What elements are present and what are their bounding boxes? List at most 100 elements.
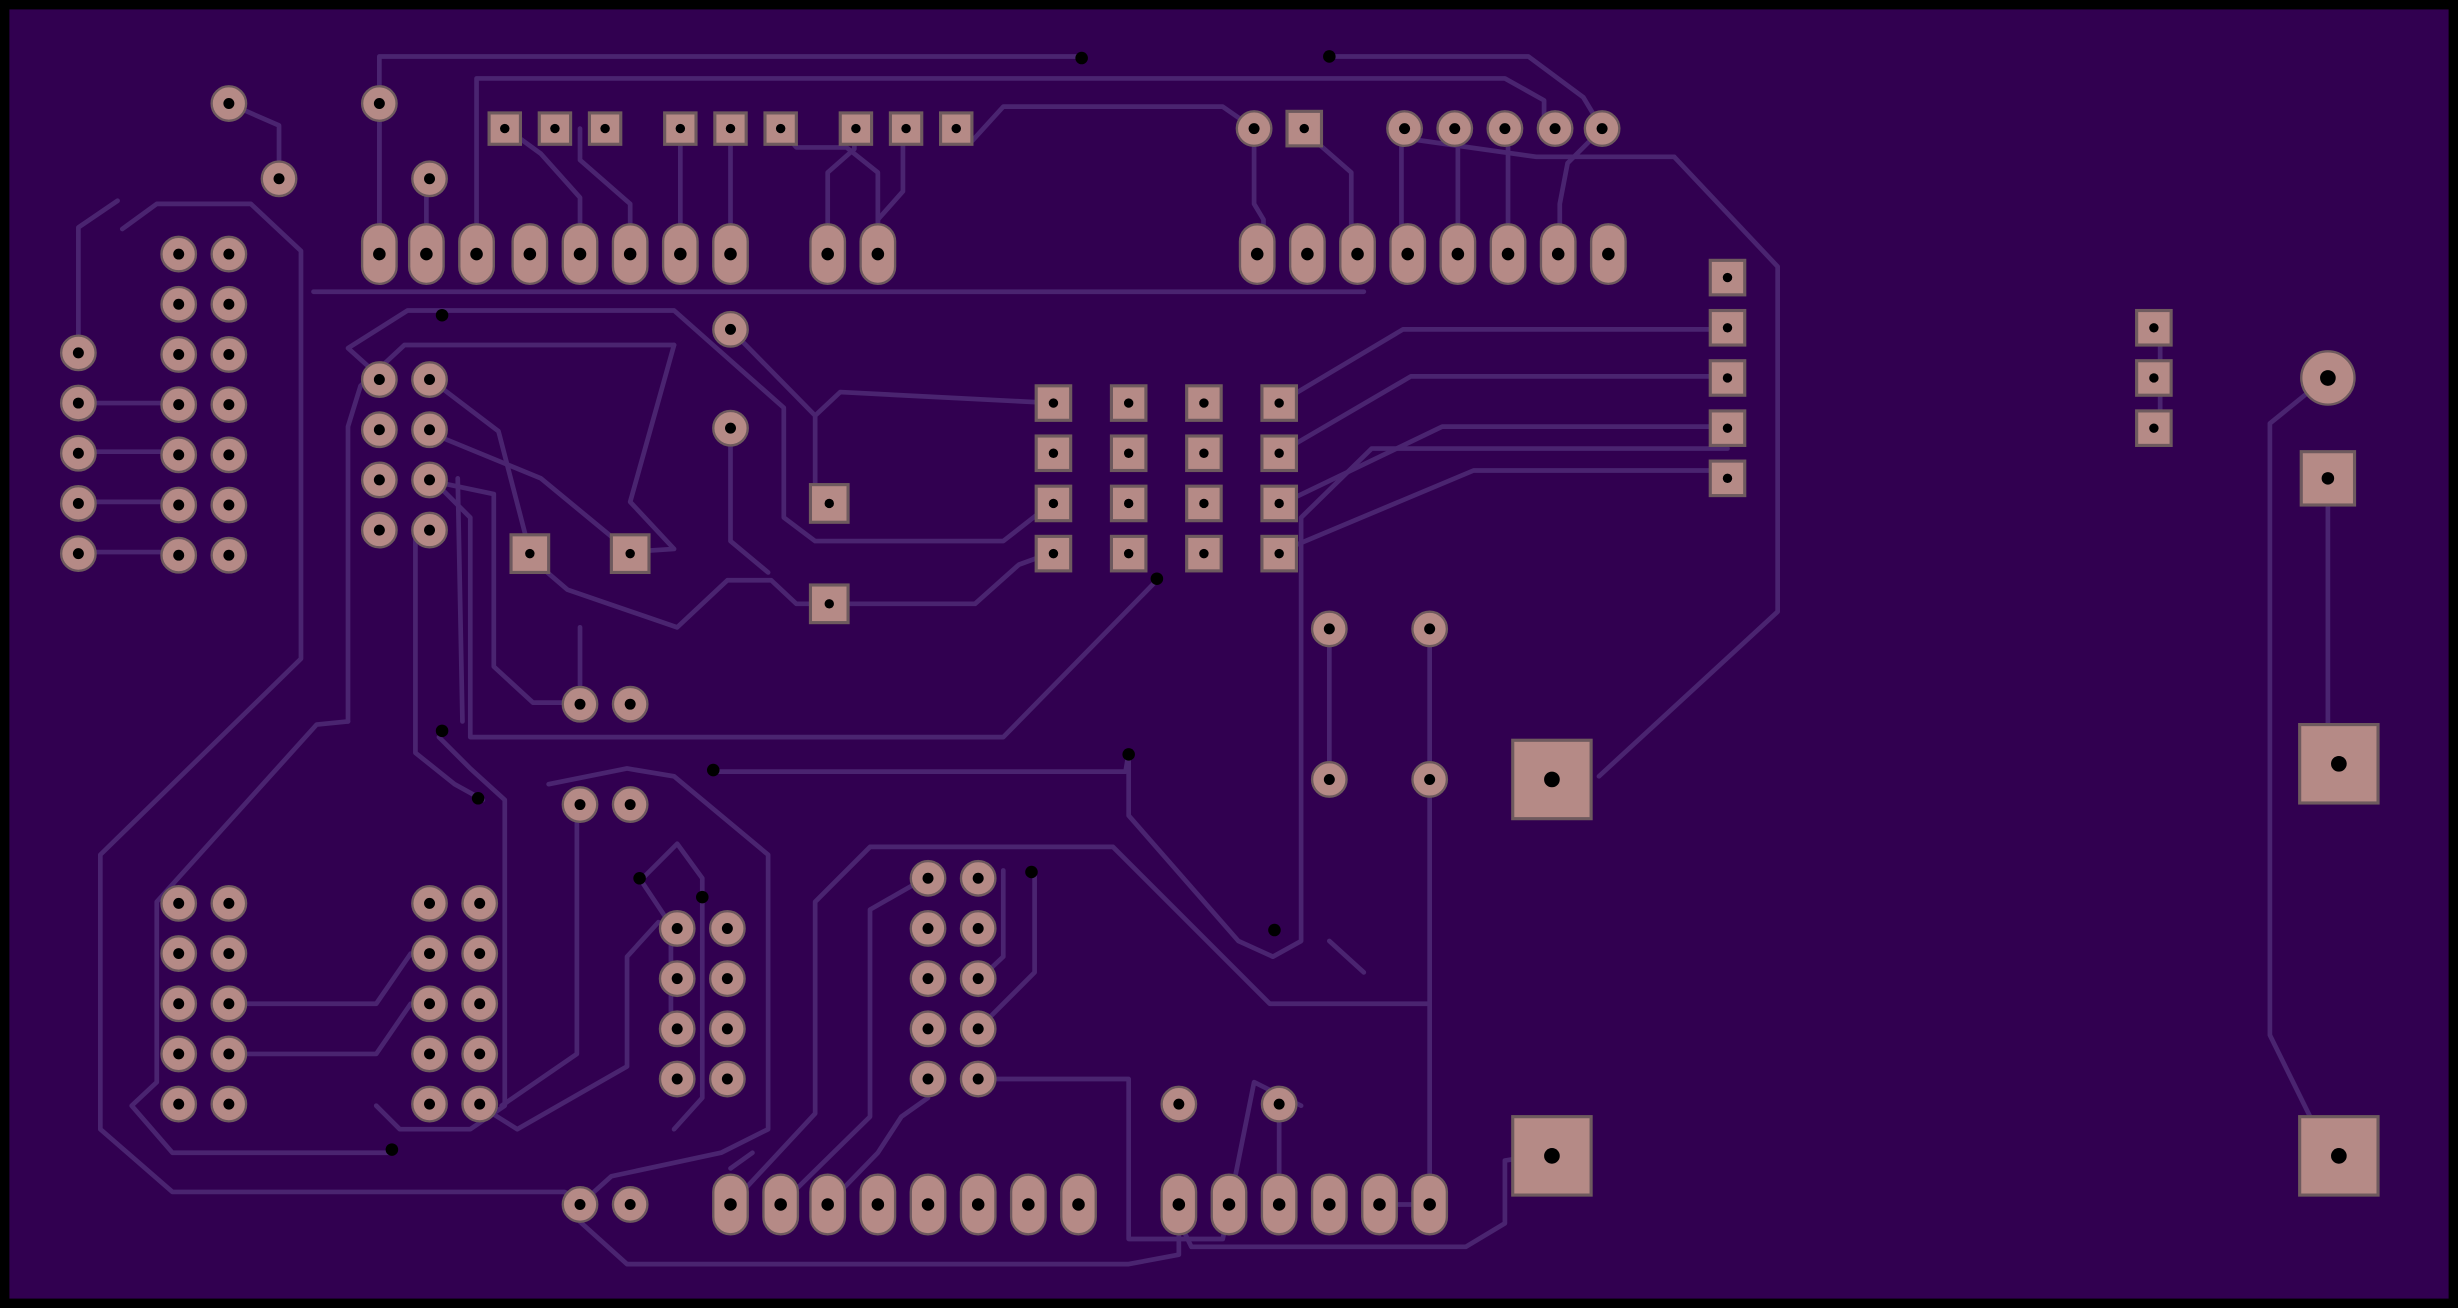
block-b-pad-3-drill	[424, 524, 436, 536]
grid-square-pad-3-0-drill	[1274, 398, 1284, 408]
left-header-b-1-drill	[223, 298, 235, 310]
center-block-a-3-drill	[671, 1073, 683, 1085]
trace-69	[1326, 938, 1367, 975]
trace-39	[1276, 468, 1730, 555]
header-top-right-pin-1-drill	[1301, 247, 1314, 261]
left-header-a-6-drill	[173, 549, 185, 561]
via-3	[1150, 572, 1164, 585]
trace-24	[424, 428, 633, 555]
large-square-pad-drill	[1544, 771, 1560, 788]
center-block-b-1-drill	[721, 973, 733, 985]
grid-square-pad-2-3-drill	[1199, 548, 1209, 559]
left-column-pad-2-drill	[72, 447, 84, 459]
header-bottom-right-pin-2-drill	[1272, 1198, 1286, 1211]
trace-55	[499, 800, 580, 1109]
grid-square-pad-3-2-drill	[1274, 498, 1284, 509]
far-right-square-pad-0-drill	[2149, 323, 2159, 333]
vias	[385, 50, 1336, 1156]
lower-left-b-3-drill	[223, 1048, 235, 1060]
lower-left-a-1-drill	[173, 948, 185, 960]
trace-3	[474, 76, 1547, 254]
trace-23	[424, 374, 533, 555]
component-pads	[59, 85, 2380, 1236]
grid-square-pad-1-0-drill	[1123, 398, 1134, 408]
header-top-left-pin-1-drill	[420, 247, 433, 261]
center-right-b-4-drill	[972, 1073, 984, 1085]
top-square-pad-1-drill	[550, 123, 560, 134]
pad-round-drill	[574, 799, 586, 811]
header-top-left-pin-3-drill	[523, 247, 537, 261]
trace-36	[1276, 327, 1730, 406]
lower-left-b-0-drill	[223, 897, 235, 909]
right-square-pad-4-drill	[1722, 473, 1733, 484]
header-bottom-left-pin-3-drill	[871, 1198, 885, 1211]
top-square-pad-4-drill	[725, 123, 736, 134]
grid-square-pad-1-1-drill	[1123, 448, 1134, 458]
pad-round-drill	[1323, 773, 1335, 785]
center-block-b-3-drill	[721, 1073, 733, 1085]
header-top-right-pin-5-drill	[1501, 247, 1515, 261]
header-top-left-pin-7-drill	[724, 247, 737, 261]
lower-left-b-1-drill	[223, 948, 235, 960]
grid-square-pad-1-3-drill	[1123, 548, 1134, 559]
grid-square-pad-0-2-drill	[1048, 498, 1059, 509]
lower-mid-b-2-drill	[474, 998, 486, 1010]
header-bottom-left-pin-6-drill	[1022, 1198, 1035, 1211]
lower-left-b-4-drill	[223, 1098, 235, 1110]
center-right-a-4-drill	[922, 1073, 934, 1085]
block-a-pad-3-drill	[373, 524, 385, 536]
trace-34	[812, 389, 1056, 418]
trace-30	[521, 549, 831, 630]
lower-left-a-4-drill	[173, 1098, 185, 1110]
lower-mid-a-0-drill	[424, 897, 436, 909]
lower-mid-b-1-drill	[474, 948, 486, 960]
top-square-pad-0-drill	[500, 123, 510, 134]
header-bottom-right-pin-4-drill	[1373, 1198, 1386, 1211]
center-right-b-1-drill	[972, 922, 984, 934]
trace-2	[377, 54, 1084, 254]
trace-68	[728, 1150, 755, 1171]
header-top-right-pin-0-drill	[1250, 247, 1264, 261]
trace-25	[424, 477, 580, 705]
trace-67	[561, 1202, 1182, 1267]
big-square-pad-drill	[2321, 472, 2335, 485]
large-square-pad-drill	[2331, 1148, 2347, 1164]
left-column-pad-0-drill	[72, 347, 84, 359]
trace-33	[728, 424, 771, 575]
pad-round-drill	[223, 98, 235, 109]
via-11	[1268, 923, 1281, 937]
header-bottom-left-pin-5-drill	[971, 1198, 985, 1211]
lower-mid-b-0-drill	[474, 897, 486, 909]
grid-square-pad-2-2-drill	[1199, 498, 1209, 509]
trace-63	[728, 844, 1433, 1207]
top-square-pad-5-drill	[775, 123, 786, 134]
trace-27	[455, 475, 465, 724]
header-bottom-right-pin-1-drill	[1222, 1198, 1236, 1211]
block-a-pad-0-drill	[373, 374, 385, 386]
pad-square-drill	[824, 498, 834, 509]
header-top-left-pin-4-drill	[573, 247, 587, 261]
far-right-square-pad-2-drill	[2149, 423, 2159, 433]
trace-51	[226, 951, 414, 1007]
pad-round-drill	[1173, 1098, 1185, 1110]
pad-square-drill	[824, 599, 834, 609]
trace-42	[1596, 154, 1781, 779]
trace-22	[345, 342, 677, 724]
header-top-left-pin-2-drill	[470, 247, 483, 261]
pad-round-drill	[624, 1199, 636, 1210]
left-header-a-1-drill	[173, 298, 185, 310]
large-square-pad-drill	[1544, 1148, 1560, 1164]
center-block-a-0-drill	[671, 922, 683, 934]
via-0	[1075, 51, 1088, 65]
lower-mid-a-3-drill	[424, 1048, 436, 1060]
trace-38	[1276, 424, 1730, 508]
left-column-pad-3-drill	[72, 497, 84, 509]
left-header-b-5-drill	[223, 499, 235, 511]
block-b-pad-1-drill	[424, 424, 436, 436]
left-header-b-2-drill	[223, 348, 235, 360]
pad-square-drill	[625, 548, 635, 559]
top-square-pad-6	[838, 111, 874, 146]
header-bottom-right-pin-0-drill	[1172, 1198, 1186, 1211]
top-square-pad-6-drill	[851, 123, 861, 134]
lower-mid-a-1-drill	[424, 948, 436, 960]
